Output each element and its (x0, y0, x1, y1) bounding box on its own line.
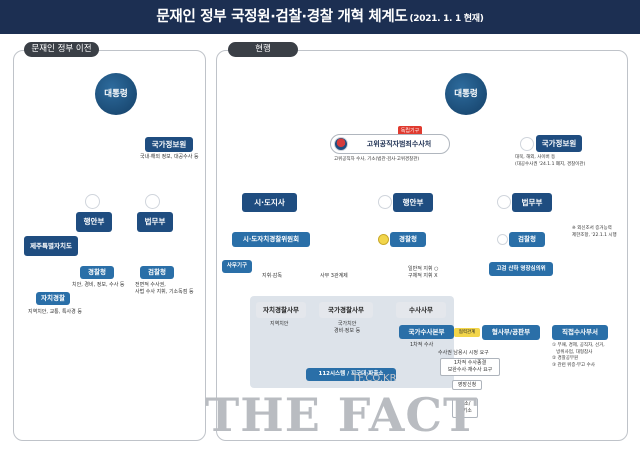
watermark-site: TF.CO.KR (352, 373, 397, 384)
indictment-box: 기소/ 미기소 (452, 398, 478, 418)
cio-pill (330, 134, 450, 154)
local-affairs-desc: 지역치안 (270, 321, 289, 327)
admin-body-box: 사무기구 (222, 260, 252, 273)
except-investigation-label: 사무 3관계제 (320, 273, 348, 279)
page-title: 문재인 정부 국정원·검찰·경찰 개혁 체계도(2021. 1. 1 현재) (0, 0, 640, 34)
request-correction-label: 수사권 남용시 시정 요구 (438, 350, 489, 356)
first-investigation-label: 1차적 수사 (410, 342, 434, 348)
direct-investigation-desc: ① 부패, 경제, 공직자, 선거, 방위사업, 대형참사 ② 경찰공무원 ③ … (552, 343, 605, 368)
general-command-label: 일반적 지휘 ○ 구체적 지휘 X (408, 266, 439, 279)
left-nis-desc: 국내·해외 정보, 대공수사 등 (140, 154, 199, 160)
prosecution-emblem (497, 234, 508, 245)
direct-investigation-box: 직접수사부서 (552, 325, 608, 340)
left-autonomous-police-box: 자치경찰 (36, 292, 70, 305)
cio-label: 고위공직자범죄수사처 (366, 140, 432, 148)
title-date: (2021. 1. 1 현재) (409, 14, 484, 24)
right-nis-desc: 대북, 해외, 사이버 등 (대공수사권 '24.1.1 폐지, 경찰이관) (515, 155, 586, 167)
right-moj-emblem (497, 195, 511, 209)
left-tab: 문재인 정부 이전 (24, 42, 99, 57)
left-police-desc: 치안, 경비, 정보, 수사 등 (72, 282, 125, 288)
left-prosecution-box: 검찰청 (140, 266, 174, 279)
left-police-box: 경찰청 (80, 266, 114, 279)
right-moj-box: 법무부 (512, 193, 552, 212)
national-affairs-box: 국가경찰사무 (319, 302, 373, 318)
right-president-circle: 대통령 (445, 73, 487, 115)
criminal-dept-box: 형사부/공판부 (482, 325, 540, 340)
left-president-circle: 대통령 (95, 73, 137, 115)
investigation-affairs-box: 수사사무 (396, 302, 446, 318)
warrant-box: 영장신청 (452, 380, 482, 390)
right-moi-emblem (378, 195, 392, 209)
right-nis-emblem (520, 137, 534, 151)
precinct-box: 112시스템 / 지구대·파출소 (306, 368, 396, 381)
supplementary-box: 1차적 수사종결 보완수사·재수사 요구 (440, 358, 500, 376)
local-affairs-box: 자치경찰사무 (256, 302, 306, 318)
right-tab: 현행 (228, 42, 298, 57)
left-prosecution-desc: 전면적 수사권, 사법 수사 지휘, 기소독점 등 (135, 282, 194, 295)
cooperation-tag: 협력관계 (454, 328, 480, 337)
cio-independent-tag: 독립기구 (398, 126, 422, 136)
right-prosecution-box: 검찰청 (509, 232, 545, 247)
left-autonomous-desc: 지역치안, 교통, 특사경 등 (28, 309, 82, 315)
title-text: 문재인 정부 국정원·검찰·경찰 개혁 체계도 (156, 9, 408, 25)
supervision-label: 지휘·감독 (262, 273, 282, 279)
prosecution-note: ※ 외신조서 증거능력 제한조항, '22.1.1 시행 (572, 226, 617, 238)
city-committee-box: 시·도자치경찰위원회 (232, 232, 310, 247)
header-bar (0, 0, 640, 34)
left-nis-box: 국가정보원 (145, 137, 193, 152)
left-moi-emblem (85, 194, 100, 209)
left-jeju-box: 제주특별자치도 (24, 236, 78, 256)
right-moi-box: 행안부 (393, 193, 433, 212)
left-moj-emblem (145, 194, 160, 209)
nba-box: 국가수사본부 (399, 325, 454, 339)
right-police-box: 경찰청 (390, 232, 426, 247)
cio-emblem (334, 137, 348, 151)
left-moi-box: 행안부 (76, 212, 112, 232)
cio-desc: 고위공직자 수사, 기소(법관·검사·고위경찰관) (334, 157, 420, 162)
right-nis-box: 국가정보원 (536, 135, 582, 152)
governor-box: 시·도지사 (242, 193, 297, 212)
left-moj-box: 법무부 (137, 212, 173, 232)
police-emblem (378, 234, 389, 245)
national-affairs-desc: 국가치안 경비·정보 등 (334, 321, 361, 334)
watermark-brand: THE FACT (205, 388, 479, 442)
warrant-committee-box: 고검 산하 영장심의위 (489, 262, 553, 276)
